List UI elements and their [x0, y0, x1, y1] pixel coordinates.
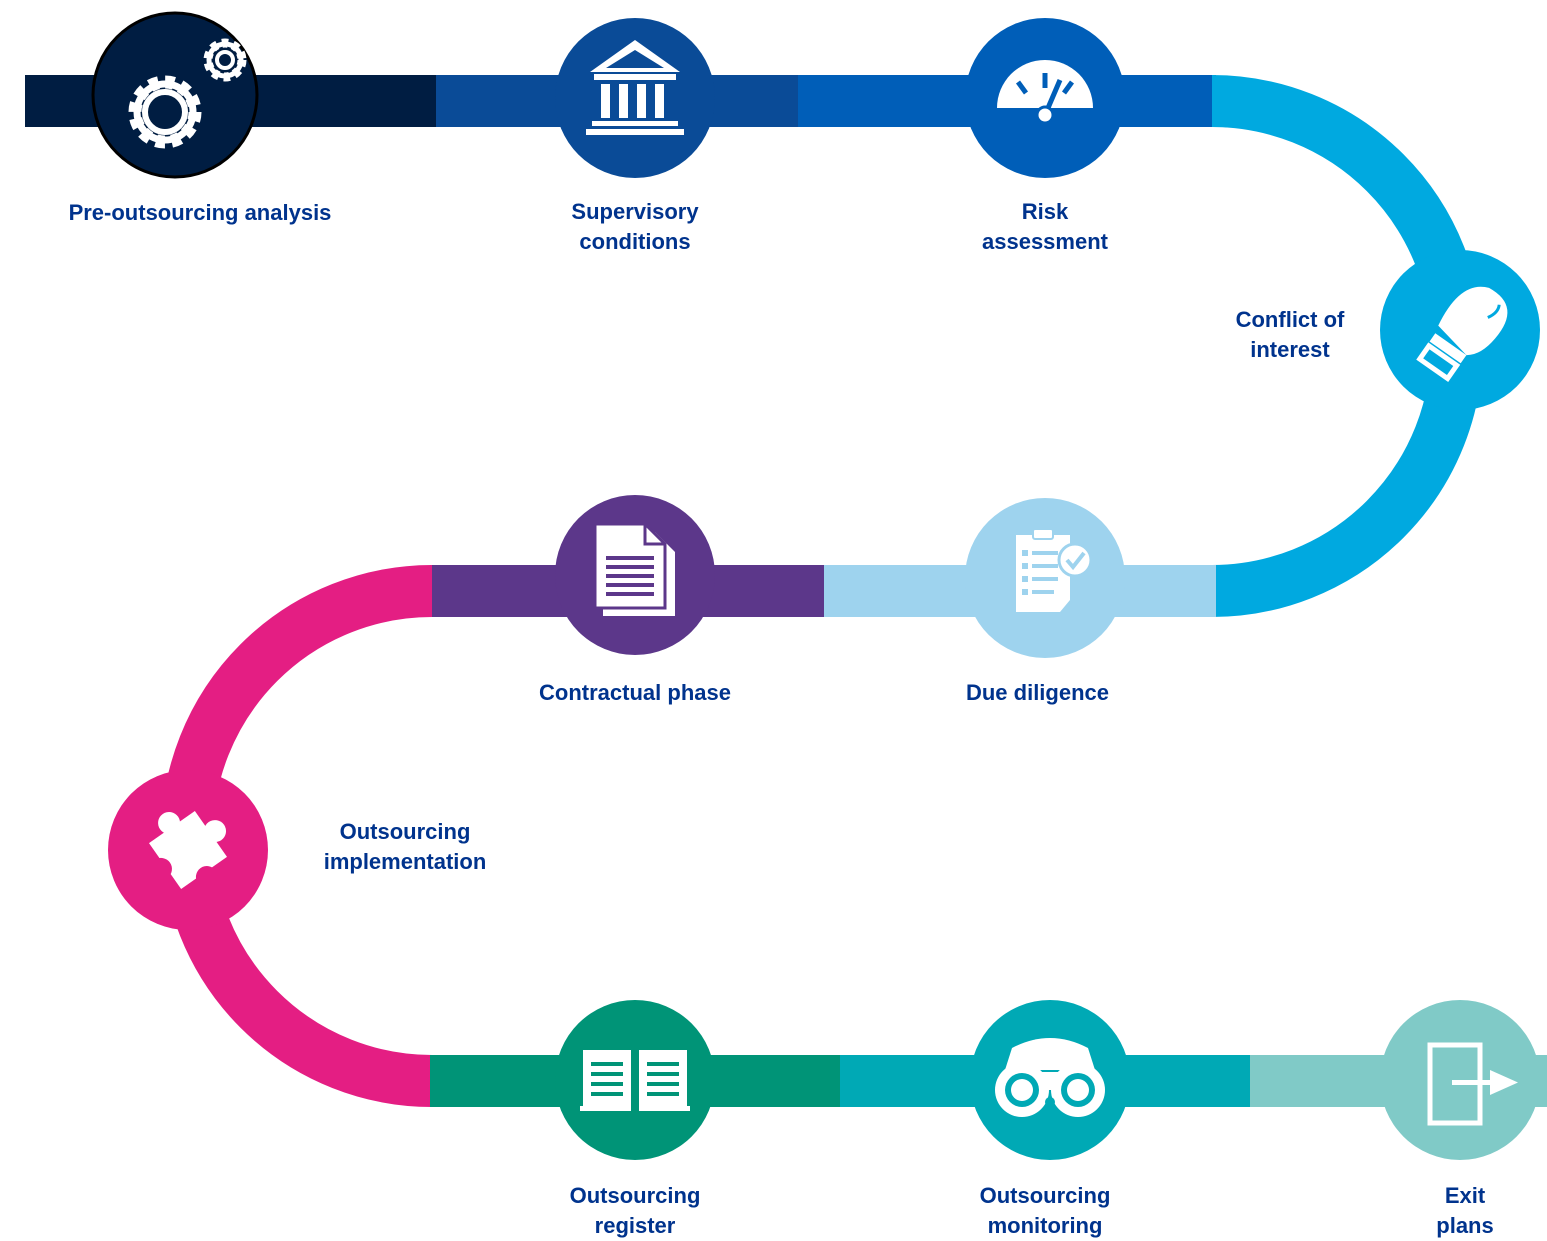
- label-line: register: [594, 1213, 676, 1238]
- label-line: monitoring: [987, 1213, 1103, 1238]
- step-exit-plans: [1380, 1000, 1540, 1160]
- label-exit-plans: Exit plans: [1415, 1181, 1515, 1241]
- label-line: Outsourcing: [339, 819, 471, 844]
- checklist-icon: [1016, 528, 1093, 612]
- label-conflict-of-interest: Conflict of interest: [1180, 305, 1400, 365]
- label-line: Pre-outsourcing analysis: [68, 200, 332, 225]
- step-outsourcing-implementation: [108, 770, 268, 930]
- label-due-diligence: Due diligence: [915, 678, 1160, 708]
- gauge-icon: [997, 60, 1093, 125]
- label-line: Contractual phase: [539, 680, 731, 705]
- step-outsourcing-monitoring: [970, 1000, 1130, 1160]
- exit-icon: [1427, 1042, 1518, 1126]
- puzzle-icon: [149, 811, 227, 889]
- label-line: Due diligence: [965, 680, 1110, 705]
- label-supervisory-conditions: Supervisory conditions: [520, 197, 750, 257]
- label-line: implementation: [323, 849, 487, 874]
- label-line: plans: [1436, 1213, 1494, 1238]
- label-line: interest: [1250, 337, 1330, 362]
- label-line: Outsourcing: [979, 1183, 1111, 1208]
- step-contractual-phase: [555, 495, 715, 655]
- label-line: assessment: [982, 229, 1108, 254]
- step-risk-assessment: [965, 18, 1125, 178]
- label-risk-assessment: Risk assessment: [930, 197, 1160, 257]
- building-icon: [586, 40, 684, 135]
- label-line: Exit: [1444, 1183, 1486, 1208]
- label-line: Outsourcing: [569, 1183, 701, 1208]
- label-line: conditions: [579, 229, 691, 254]
- step-outsourcing-register: [555, 1000, 715, 1160]
- label-contractual-phase: Contractual phase: [500, 678, 770, 708]
- step-conflict-of-interest: [1380, 250, 1540, 410]
- label-line: Supervisory: [571, 199, 699, 224]
- label-line: Risk: [1021, 199, 1069, 224]
- step-supervisory-conditions: [555, 18, 715, 178]
- label-outsourcing-implementation: Outsourcing implementation: [280, 817, 530, 877]
- book-icon: [580, 1050, 690, 1112]
- label-outsourcing-register: Outsourcing register: [520, 1181, 750, 1241]
- step-due-diligence: [965, 498, 1125, 658]
- label-pre-outsourcing-analysis: Pre-outsourcing analysis: [45, 198, 355, 228]
- step-pre-outsourcing-analysis: [91, 11, 259, 179]
- label-line: Conflict of: [1235, 307, 1345, 332]
- label-outsourcing-monitoring: Outsourcing monitoring: [930, 1181, 1160, 1241]
- roadmap-track: [25, 75, 1547, 1107]
- boxing-glove-icon: [1416, 286, 1508, 382]
- binoculars-icon: [995, 1038, 1105, 1117]
- gears-icon: [128, 38, 247, 149]
- document-icon: [593, 522, 675, 616]
